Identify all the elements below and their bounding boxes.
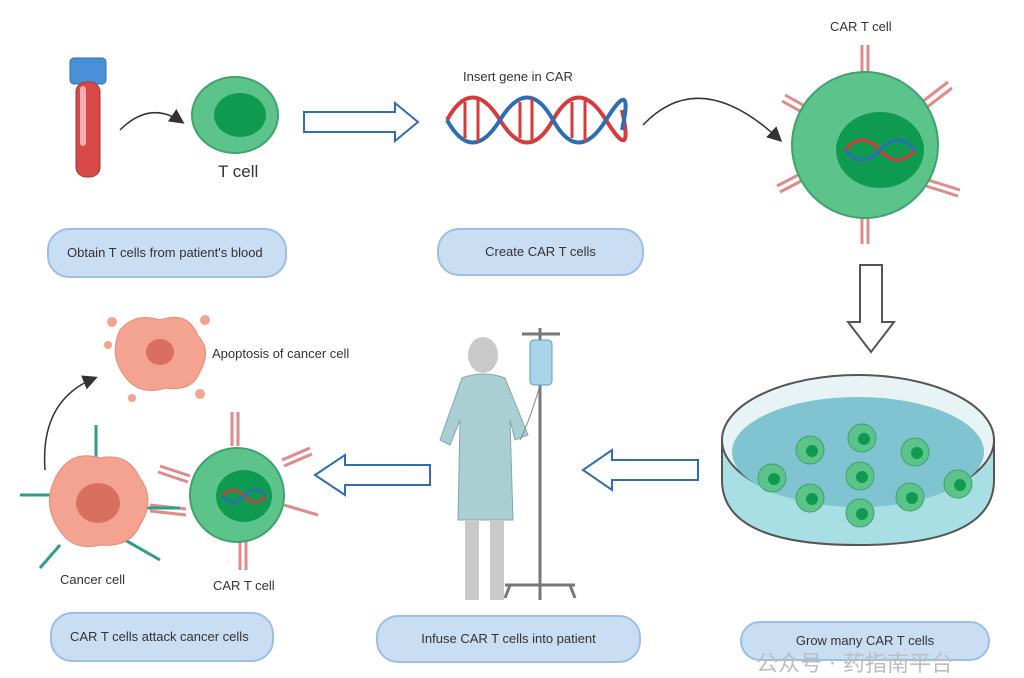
curved-arrow-1 (119, 109, 185, 131)
step-arrow-1 (303, 100, 420, 144)
step-create-text: Create CAR T cells (485, 244, 596, 259)
step-obtain-text: Obtain T cells from patient's blood (67, 245, 263, 260)
step-grow-text: Grow many CAR T cells (795, 633, 935, 648)
patient-icon (439, 337, 529, 600)
t-cell-label: T cell (218, 162, 259, 181)
cancer-cell-icon (20, 425, 180, 569)
step-grow-pill: Grow many CAR T cells (740, 621, 990, 661)
t-cell-icon (191, 76, 279, 154)
step-infuse-pill: Infuse CAR T cells into patient (376, 615, 641, 663)
apoptotic-cell-icon (104, 315, 210, 402)
car-t-cell-large-icon (776, 45, 961, 244)
car-t-cell-bottom-label: CAR T cell (213, 578, 275, 593)
car-t-cell-small-icon (149, 412, 319, 570)
watermark-text: 公众号 · 药指南平台 (756, 652, 953, 677)
car-t-cell-top-label: CAR T cell (830, 19, 892, 34)
iv-stand-icon (503, 328, 577, 600)
insert-gene-label: Insert gene in CAR (463, 69, 573, 84)
step-attack-text: CAR T cells attack cancer cells (70, 629, 249, 644)
step-obtain-pill: Obtain T cells from patient's blood (47, 228, 287, 278)
petri-dish-icon (721, 374, 995, 547)
step-arrow-down (845, 264, 897, 354)
curved-arrow-3 (43, 375, 98, 471)
blood-tube-icon (69, 57, 107, 178)
curved-arrow-2 (642, 97, 783, 143)
step-arrow-4 (313, 453, 431, 497)
dna-icon (445, 95, 628, 145)
step-infuse-text: Infuse CAR T cells into patient (421, 631, 596, 646)
step-attack-pill: CAR T cells attack cancer cells (50, 612, 274, 662)
cancer-cell-label: Cancer cell (60, 572, 126, 587)
apoptosis-label: Apoptosis of cancer cell (212, 346, 350, 361)
step-create-pill: Create CAR T cells (437, 228, 644, 276)
step-arrow-3 (581, 448, 699, 492)
